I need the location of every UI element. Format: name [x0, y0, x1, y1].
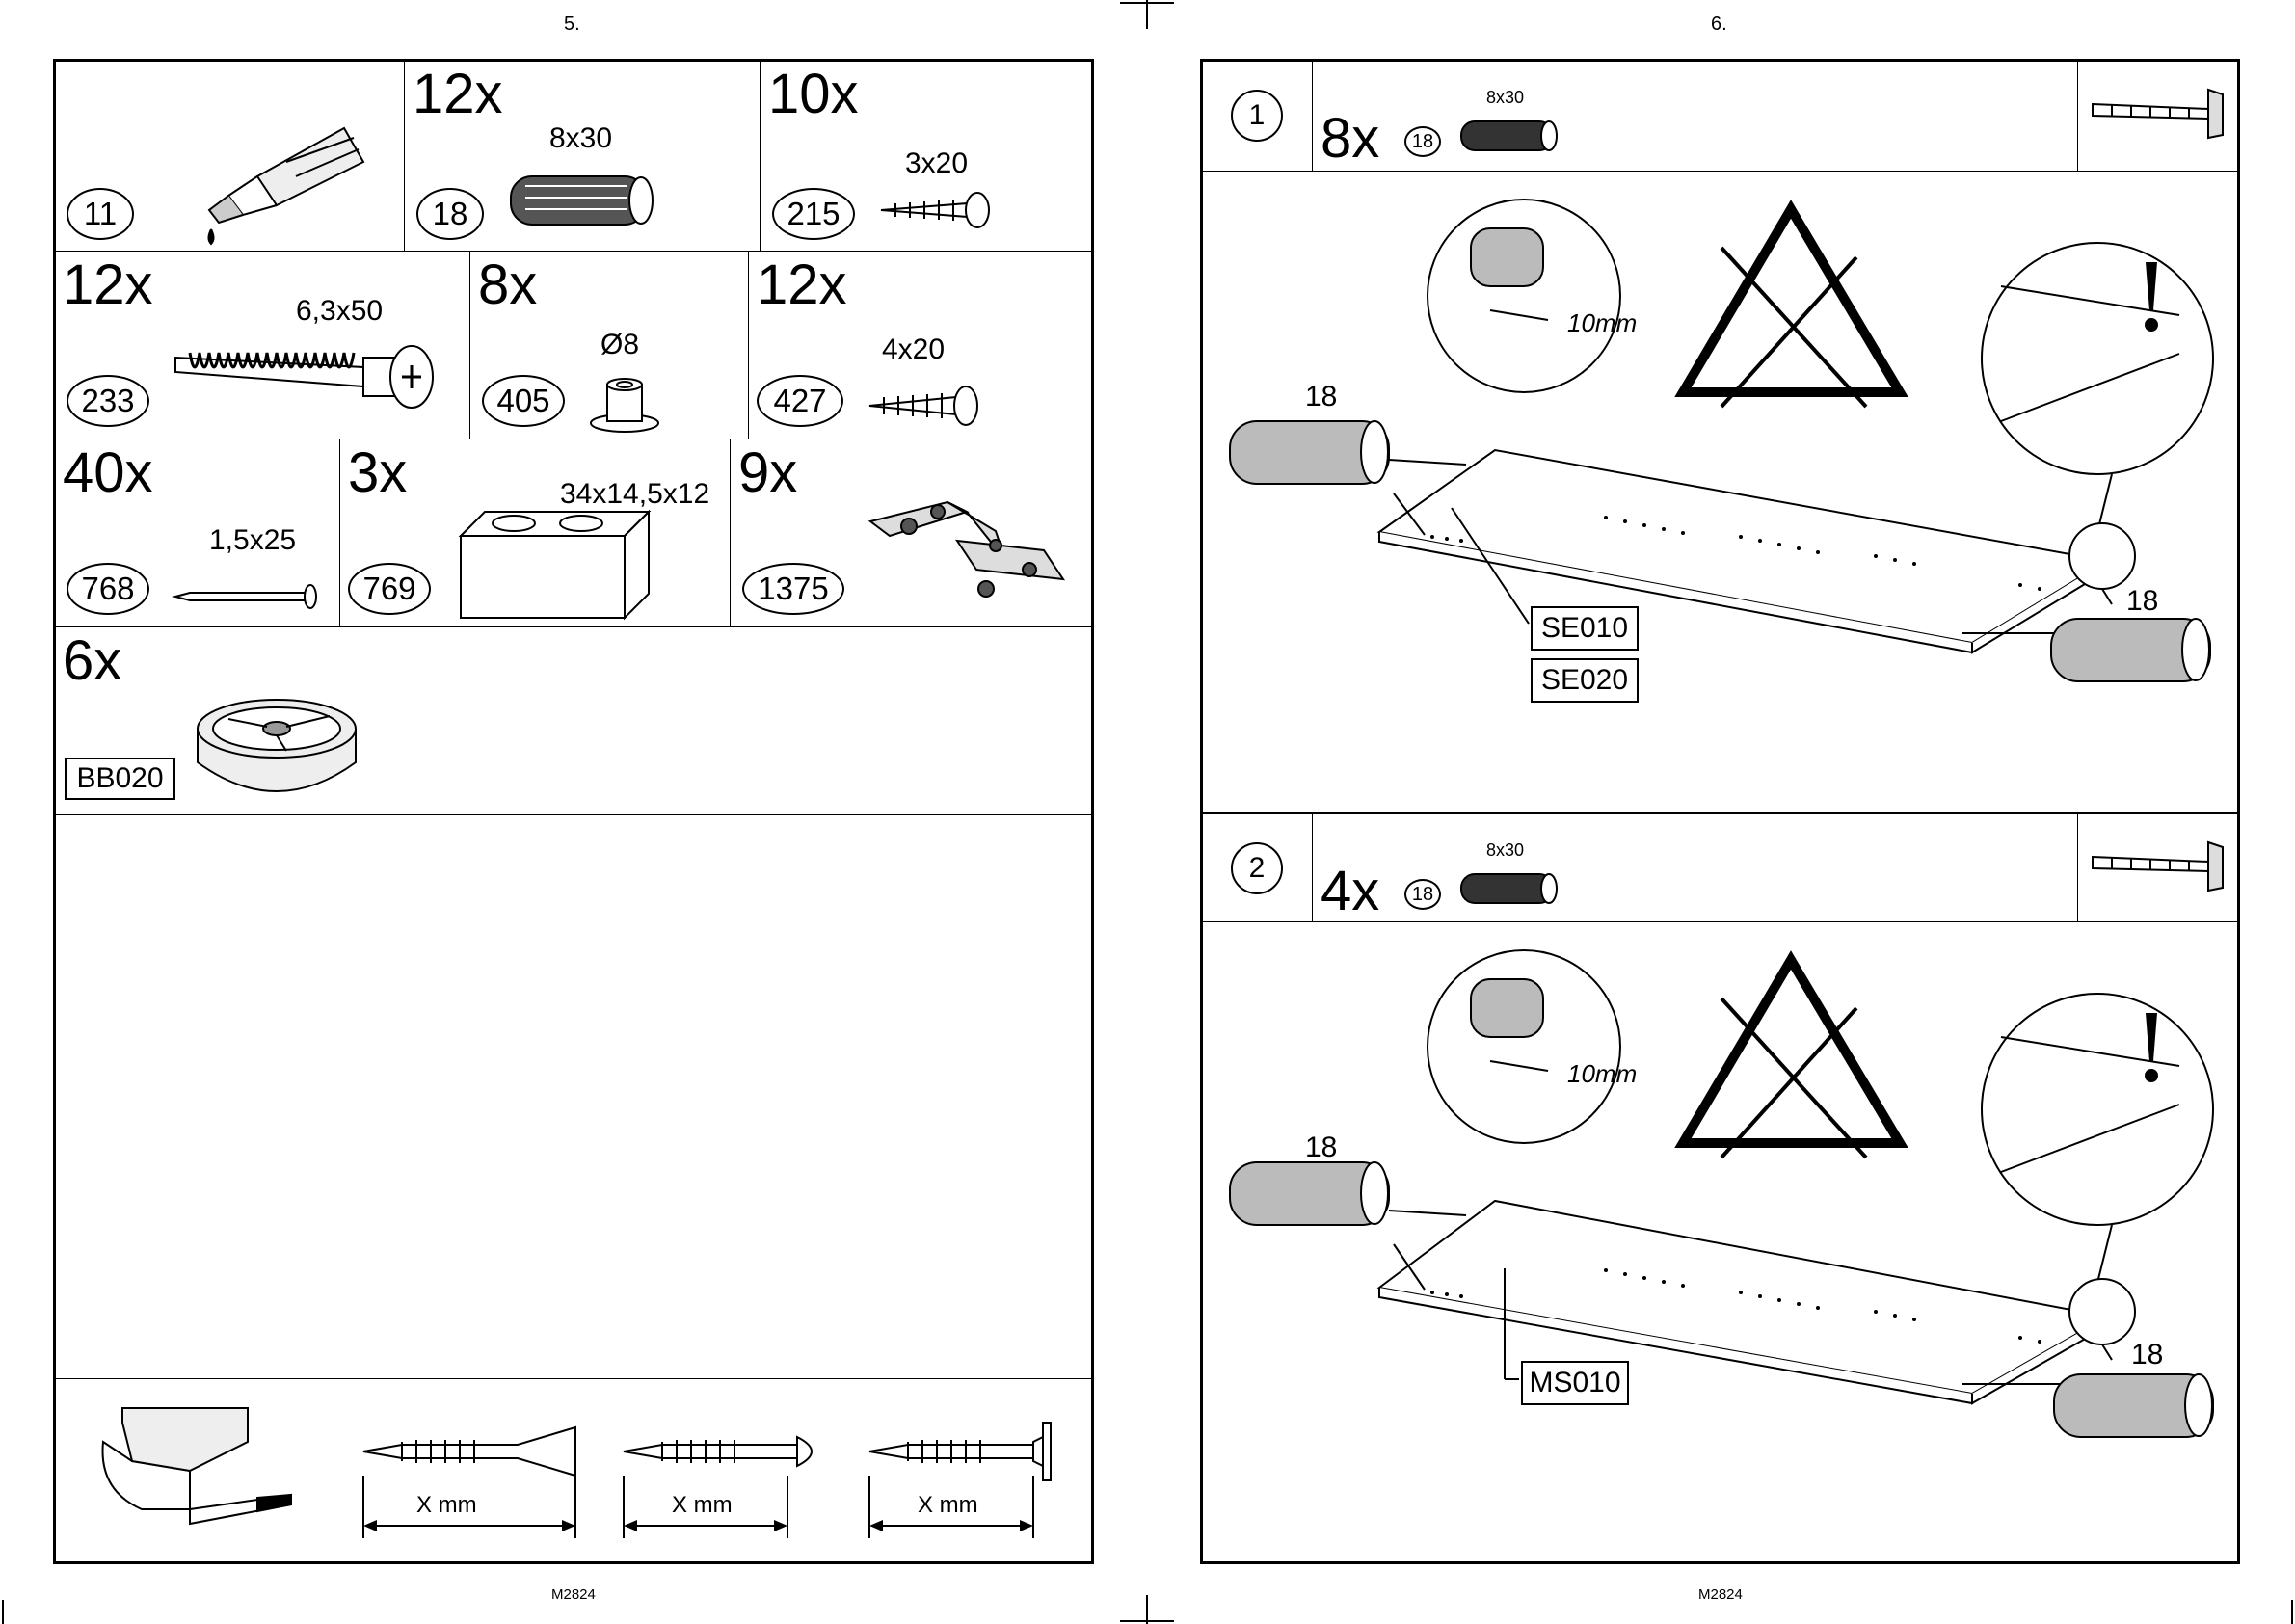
step-1-number-cell: 1 [1201, 60, 1313, 172]
shelf-support-icon [586, 377, 663, 435]
part-quantity: 9x [738, 445, 797, 501]
page-footer: M2824 [551, 1586, 596, 1603]
part-code: 215 [772, 188, 855, 240]
part-size: 4x20 [882, 333, 945, 366]
connector-block-icon [456, 507, 668, 623]
glue-tube-icon [151, 119, 373, 252]
part-cell-769: 3x 34x14,5x12 769 [339, 439, 731, 627]
nail-icon [171, 582, 325, 611]
part-code: 233 [67, 375, 149, 427]
part-quantity: 8x [478, 257, 537, 313]
wood-screw-icon [876, 186, 1001, 234]
part-quantity: 3x [348, 445, 407, 501]
step-1-tool-cell [2077, 60, 2240, 172]
insertion-depth: 10mm [1567, 308, 1637, 338]
part-size: 3x20 [905, 147, 968, 180]
screw-length-gauge-round [624, 1418, 865, 1543]
confirmat-screw-icon [171, 329, 470, 415]
page-number: 6. [1711, 13, 1727, 36]
step-number: 2 [1231, 842, 1283, 894]
part-code: 427 [757, 375, 843, 427]
part-cell-18: 12x 8x30 18 [404, 60, 761, 252]
step-1-illustration: 10mm 18 18 SE010 SE020 [1201, 171, 2240, 813]
step-1-parts-cell: 8x 18 8x30 [1312, 60, 2078, 172]
part-quantity: 10x [768, 67, 859, 122]
part-cell-1375: 9x 1375 [730, 439, 1094, 627]
part-size: 8x30 [549, 122, 612, 155]
part-quantity: 12x [413, 67, 503, 122]
gauge-label: X mm [416, 1492, 477, 1519]
part-code: BB020 [65, 758, 175, 800]
empty-area [54, 814, 1094, 1379]
part-cell-215: 10x 3x20 215 [760, 60, 1094, 252]
dowel-label: 18 [2126, 585, 2158, 618]
assembly-drawing [1201, 171, 2240, 813]
screw-length-gauge-flat [869, 1418, 1094, 1543]
part-code: 769 [348, 563, 431, 615]
screw-gauge-row: X mm X mm X mm [54, 1378, 1094, 1563]
insertion-depth: 10mm [1567, 1059, 1637, 1089]
part-code: 405 [482, 375, 565, 427]
part-code: 18 [416, 188, 484, 240]
part-cell-bb020: 6x BB020 [54, 626, 1094, 815]
step-number: 1 [1231, 90, 1283, 142]
step-part-code: 18 [1404, 126, 1441, 157]
panel-label: MS010 [1521, 1361, 1629, 1405]
part-quantity: 12x [757, 257, 847, 313]
panel-label: SE020 [1531, 658, 1639, 703]
hammer-icon [2088, 85, 2232, 143]
part-cell-427: 12x 4x20 427 [748, 251, 1094, 439]
part-size: 6,3x50 [296, 295, 383, 328]
wood-screw-icon [865, 382, 990, 430]
step-2-illustration: 10mm 18 18 MS010 [1201, 921, 2240, 1563]
gauge-label: X mm [918, 1492, 978, 1519]
step-part-size: 8x30 [1486, 88, 1524, 108]
measuring-clip-icon [93, 1403, 354, 1538]
hammer-icon [2088, 838, 2232, 895]
step-part-size: 8x30 [1486, 840, 1524, 861]
step-part-code: 18 [1404, 879, 1441, 910]
part-quantity: 6x [63, 633, 121, 689]
part-quantity: 40x [63, 445, 153, 501]
wooden-dowel-icon [1457, 866, 1563, 915]
part-cell-405: 8x Ø8 405 [469, 251, 749, 439]
dowel-label: 18 [1305, 1131, 1337, 1164]
page-number: 5. [564, 13, 580, 36]
part-cell-11: 11 [54, 60, 405, 252]
part-size: Ø8 [600, 329, 639, 361]
part-size: 34x14,5x12 [560, 478, 709, 511]
cabinet-hinge-icon [861, 473, 1082, 618]
assembly-drawing [1201, 921, 2240, 1563]
part-quantity: 12x [63, 257, 153, 313]
step-quantity: 4x [1321, 864, 1379, 919]
gauge-label: X mm [672, 1492, 733, 1519]
screw-length-gauge-countersunk [363, 1418, 604, 1543]
part-cell-768: 40x 1,5x25 768 [54, 439, 340, 627]
step-2-tool-cell [2077, 812, 2240, 922]
panel-label: SE010 [1531, 606, 1639, 651]
part-code: 1375 [742, 563, 844, 615]
wooden-dowel-icon [501, 169, 665, 236]
part-code: 11 [67, 188, 134, 240]
page-footer: M2824 [1698, 1586, 1743, 1603]
wooden-dowel-icon [1457, 114, 1563, 162]
dowel-label: 18 [1305, 381, 1337, 413]
part-code: 768 [67, 563, 149, 615]
part-size: 1,5x25 [209, 524, 296, 557]
furniture-foot-icon [190, 695, 363, 811]
step-2-number-cell: 2 [1201, 812, 1313, 922]
step-quantity: 8x [1321, 111, 1379, 167]
part-cell-233: 12x 6,3x50 233 [54, 251, 470, 439]
dowel-label: 18 [2131, 1339, 2163, 1371]
step-2-parts-cell: 4x 18 8x30 [1312, 812, 2078, 922]
